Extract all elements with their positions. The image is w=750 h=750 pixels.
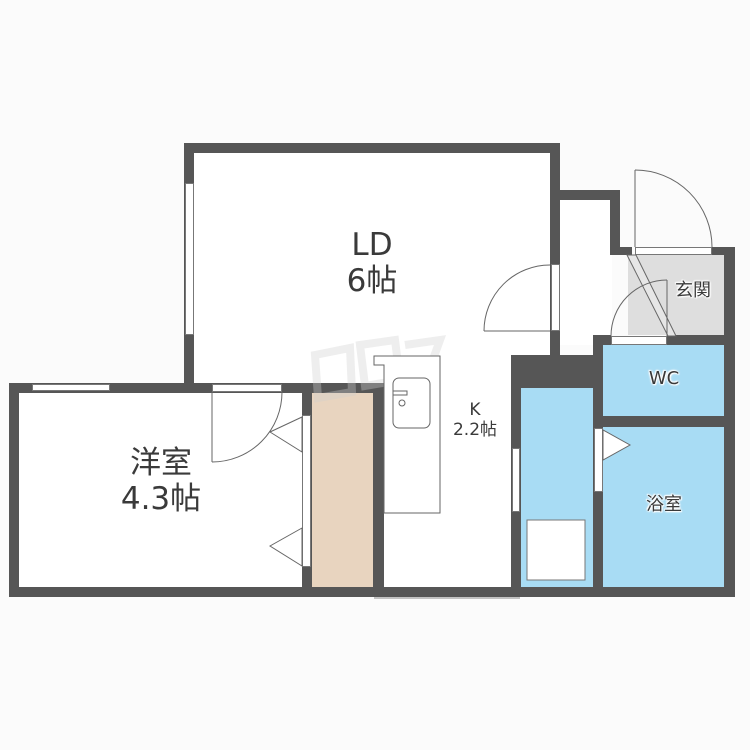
wall-closet-kitchen bbox=[373, 383, 384, 597]
storage-floor bbox=[560, 200, 610, 255]
ld-room-name: LD bbox=[351, 227, 393, 263]
wall-storage-right bbox=[610, 190, 620, 255]
ld-room-size: 6帖 bbox=[346, 262, 398, 299]
closet-door-arrows bbox=[268, 416, 303, 567]
kitchen-counter bbox=[373, 355, 441, 514]
ld-west-window bbox=[185, 183, 194, 335]
western-north-window bbox=[32, 384, 110, 391]
wc-floor bbox=[603, 345, 725, 416]
wall-ld-top bbox=[184, 143, 560, 153]
ld-door-swing bbox=[483, 264, 551, 332]
western-label: 洋室 4.3帖 bbox=[96, 445, 226, 517]
wall-entrance-top-right bbox=[712, 247, 735, 255]
closet-floor bbox=[312, 393, 373, 587]
wall-wc-top-right bbox=[667, 335, 735, 345]
wall-south bbox=[9, 587, 735, 597]
western-room-floor bbox=[19, 392, 302, 587]
bath-door-arrow bbox=[602, 429, 632, 461]
bath-floor bbox=[603, 427, 725, 587]
western-room-name: 洋室 bbox=[130, 445, 192, 481]
bath-room-name: 浴室 bbox=[646, 494, 682, 515]
wc-room-name: WC bbox=[648, 368, 680, 389]
wall-wet-top bbox=[511, 355, 603, 388]
kitchen-label: K 2.2帖 bbox=[440, 400, 510, 440]
wall-east bbox=[724, 247, 735, 597]
wall-entrance-top bbox=[610, 247, 632, 255]
entrance-label: 玄関 bbox=[664, 280, 722, 302]
kitchen-room-size: 2.2帖 bbox=[452, 419, 498, 440]
wall-western-left bbox=[9, 383, 19, 597]
wc-door-frame bbox=[611, 336, 667, 345]
ld-hall-door-frame bbox=[551, 264, 560, 331]
wall-wc-bath bbox=[603, 416, 725, 427]
ld-floor bbox=[194, 152, 550, 385]
front-door-frame bbox=[635, 247, 712, 255]
closet-sliding-door bbox=[302, 415, 311, 567]
washing-machine-pan bbox=[526, 519, 586, 581]
bath-label: 浴室 bbox=[624, 494, 704, 516]
kitchen-room-name: K bbox=[469, 400, 481, 420]
entrance-room-name: 玄関 bbox=[675, 280, 711, 301]
western-room-size: 4.3帖 bbox=[120, 480, 202, 517]
washroom-window bbox=[512, 448, 520, 512]
ld-label: LD 6帖 bbox=[322, 227, 422, 299]
entrance-step bbox=[626, 254, 677, 337]
front-door-swing bbox=[634, 169, 713, 248]
hall-floor bbox=[560, 255, 612, 345]
western-door-swing bbox=[211, 391, 283, 463]
wall-western-top bbox=[9, 383, 384, 393]
wc-label: WC bbox=[624, 368, 704, 390]
western-door-frame bbox=[212, 384, 282, 392]
entrance-floor bbox=[628, 255, 724, 335]
wall-storage-top bbox=[550, 190, 620, 200]
wc-door-swing bbox=[610, 279, 668, 337]
wall-ld-right bbox=[550, 143, 560, 355]
